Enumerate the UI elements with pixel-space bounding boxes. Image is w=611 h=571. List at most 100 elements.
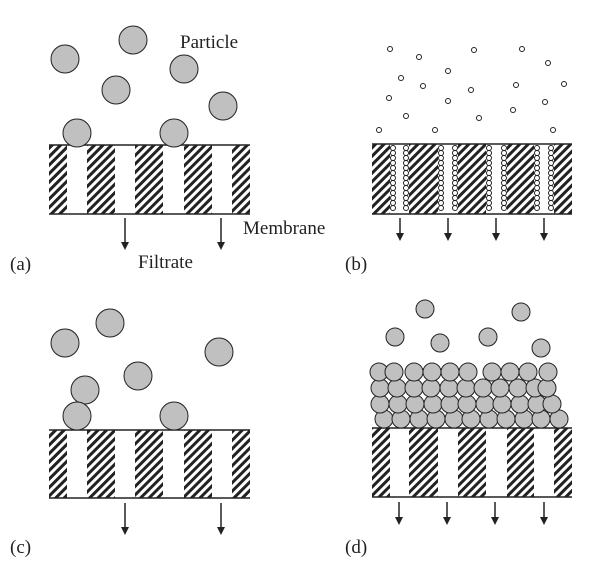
membrane-pore <box>438 428 458 497</box>
particle <box>501 165 507 171</box>
particle <box>501 160 507 166</box>
particle <box>390 175 396 181</box>
particle <box>501 195 507 201</box>
particle <box>440 394 460 414</box>
particle <box>403 195 409 201</box>
particle <box>438 195 444 201</box>
particle <box>534 160 540 166</box>
particle <box>486 145 492 151</box>
filtrate-arrowhead <box>540 233 548 241</box>
particle <box>370 394 390 414</box>
particle <box>468 87 474 93</box>
particle <box>370 378 390 398</box>
particle <box>404 378 424 398</box>
particle <box>475 394 495 414</box>
particle <box>403 200 409 206</box>
particle <box>486 155 492 161</box>
particle <box>534 195 540 201</box>
particle <box>486 200 492 206</box>
particle <box>159 401 189 431</box>
particle <box>438 180 444 186</box>
particle <box>439 378 459 398</box>
particle <box>70 375 100 405</box>
particle <box>534 155 540 161</box>
particle <box>471 47 477 53</box>
particle <box>403 160 409 166</box>
particle <box>438 185 444 191</box>
particle <box>486 185 492 191</box>
particle <box>456 378 476 398</box>
filtrate-arrowhead <box>217 527 225 535</box>
panel-label-a: (a) <box>10 254 31 275</box>
particle <box>548 205 554 211</box>
particle <box>486 180 492 186</box>
membrane-pore <box>212 145 232 214</box>
particle <box>482 362 502 382</box>
filtrate-arrowhead <box>121 242 129 250</box>
particle <box>452 155 458 161</box>
filtrate-arrowhead <box>217 242 225 250</box>
particle <box>486 150 492 156</box>
particle <box>452 185 458 191</box>
particle <box>548 190 554 196</box>
particle <box>388 394 408 414</box>
particle <box>403 113 409 119</box>
particle <box>390 205 396 211</box>
filtrate-arrowhead <box>121 527 129 535</box>
particle <box>438 160 444 166</box>
particle <box>548 145 554 151</box>
particle <box>508 378 528 398</box>
membrane-pore <box>67 430 87 498</box>
particle <box>542 99 548 105</box>
particle <box>403 155 409 161</box>
particle <box>159 118 189 148</box>
particle <box>486 175 492 181</box>
particle <box>423 394 443 414</box>
particle <box>420 83 426 89</box>
particle <box>390 195 396 201</box>
panel-label-c: (c) <box>10 537 31 558</box>
particle <box>534 170 540 176</box>
particle <box>478 327 498 347</box>
membrane-label: Membrane <box>243 218 325 239</box>
particle <box>398 75 404 81</box>
particle <box>415 299 435 319</box>
particle <box>204 337 234 367</box>
particle <box>50 44 80 74</box>
particle <box>534 165 540 171</box>
particle <box>492 394 512 414</box>
particle <box>501 175 507 181</box>
particle <box>118 25 148 55</box>
particle <box>438 175 444 181</box>
particle <box>403 190 409 196</box>
particle <box>95 308 125 338</box>
membrane-pore <box>212 430 232 498</box>
particle <box>452 160 458 166</box>
particle <box>501 185 507 191</box>
filtrate-arrowhead <box>443 517 451 525</box>
particle <box>403 175 409 181</box>
particle <box>101 75 131 105</box>
membrane-pore <box>67 145 87 214</box>
particle-label: Particle <box>180 32 238 53</box>
particle <box>390 150 396 156</box>
particle <box>513 82 519 88</box>
particle <box>501 205 507 211</box>
particle <box>538 362 558 382</box>
particle <box>390 190 396 196</box>
membrane-pore <box>163 430 184 498</box>
particle <box>452 170 458 176</box>
particle <box>534 150 540 156</box>
particle <box>405 394 425 414</box>
particle <box>452 150 458 156</box>
panel-label-d: (d) <box>345 537 367 558</box>
particle <box>422 362 442 382</box>
particle <box>50 328 80 358</box>
particle <box>390 160 396 166</box>
particle <box>452 175 458 181</box>
particle <box>403 170 409 176</box>
particle <box>421 378 441 398</box>
membrane-pore <box>163 145 184 214</box>
particle <box>387 378 407 398</box>
